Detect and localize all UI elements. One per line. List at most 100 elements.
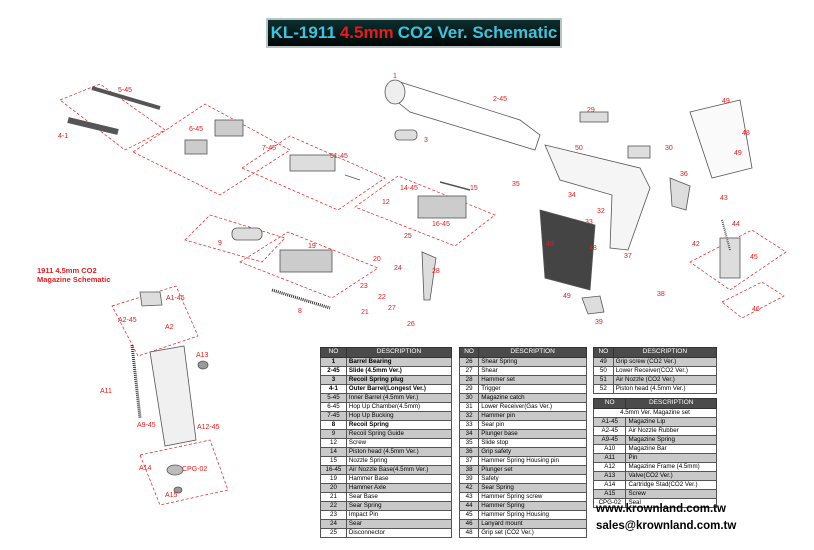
part-number: 30 <box>458 393 480 403</box>
group-mag-bottom-outline <box>139 439 229 506</box>
part-description: Slide stop <box>478 438 587 448</box>
part-number: 23 <box>320 510 347 520</box>
part-description: Hammer Axle <box>345 483 453 493</box>
magazine-frame <box>149 345 197 447</box>
col-description: DESCRIPTION <box>612 347 718 358</box>
part-description: Lower Receiver(CO2 Ver.) <box>612 366 718 376</box>
part-label: 2-45 <box>493 96 507 103</box>
grip-safety <box>669 177 691 211</box>
part-label: A12-45 <box>197 424 220 431</box>
magazine-parts-table: NO DESCRIPTION 4.5mm Ver. Magazine set A… <box>592 398 717 508</box>
part-label: 27 <box>388 305 396 312</box>
part-number: 50 <box>593 366 614 376</box>
magazine-catch <box>627 145 651 159</box>
hammer-base <box>279 249 333 273</box>
title-caliber: 4.5mm <box>339 23 394 42</box>
part-description: Barrel Bearing <box>345 357 453 367</box>
part-label: 45 <box>750 254 758 261</box>
part-number: 21 <box>320 492 347 502</box>
hammer-spring-housing <box>719 237 741 279</box>
part-number: 2-45 <box>320 366 347 376</box>
website-link[interactable]: www.krownland.com.tw <box>596 503 726 515</box>
part-label: 22 <box>378 294 386 301</box>
part-label: 4-1 <box>58 133 68 140</box>
part-description: Hop Up Bucking <box>345 411 453 421</box>
part-label: A2-45 <box>118 317 137 324</box>
part-number: A10 <box>592 444 627 454</box>
part-description: Piston head (4.5mm Ver.) <box>612 384 718 394</box>
part-number: 31 <box>458 402 480 412</box>
part-description: Hop Up Chamber(4.5mm) <box>345 402 453 412</box>
col-no: NO <box>458 347 480 358</box>
barrel-bearing <box>384 79 406 105</box>
col-no: NO <box>320 347 347 358</box>
part-number: 1 <box>320 357 347 367</box>
part-description: Hammer Base <box>345 474 453 484</box>
magazine-label-line2: Magazine Schematic <box>37 275 111 285</box>
part-description: Grip screw (CO2 Ver.) <box>612 357 718 367</box>
email-link[interactable]: sales@krownland.com.tw <box>596 520 737 532</box>
part-number: 42 <box>458 483 480 493</box>
part-label: 19 <box>308 243 316 250</box>
group-hammer-outline <box>239 231 379 299</box>
part-number: 29 <box>458 384 480 394</box>
part-number: 5-45 <box>320 393 347 403</box>
part-number: 51 <box>593 375 614 385</box>
outer-barrel <box>67 117 119 135</box>
safety <box>581 295 605 315</box>
magazine-label-line1: 1911 4.5mm CO2 <box>37 266 97 275</box>
part-description: Seal <box>625 498 717 508</box>
part-label: 30 <box>665 145 673 152</box>
part-number: 16-45 <box>320 465 347 475</box>
part-description: Cartridge Stad(CO2 Ver.) <box>625 480 717 490</box>
part-number: 32 <box>458 411 480 421</box>
part-label: 35 <box>512 181 520 188</box>
part-label: 49 <box>722 98 730 105</box>
part-description: Grip safety <box>478 447 587 457</box>
part-number: 46 <box>458 519 480 529</box>
part-label: 3 <box>424 137 428 144</box>
part-description: Magazine Lip <box>625 417 717 427</box>
part-description: Plunger base <box>478 429 587 439</box>
part-description: Shear Spring <box>478 357 587 367</box>
part-description: Hammer Spring screw <box>478 492 587 502</box>
part-label: 6-45 <box>189 126 203 133</box>
part-number: 14 <box>320 447 347 457</box>
schematic-title: KL-1911 4.5mm CO2 Ver. Schematic <box>266 18 562 48</box>
part-label: 29 <box>587 107 595 114</box>
part-label: 8 <box>298 308 302 315</box>
magazine-spring <box>130 344 142 419</box>
magazine-lip <box>139 291 163 307</box>
part-number: A12 <box>592 462 627 472</box>
part-label: 37 <box>624 253 632 260</box>
part-label: 20 <box>373 256 381 263</box>
part-label: 36 <box>680 171 688 178</box>
part-number: A9-45 <box>592 435 627 445</box>
part-number: 15 <box>320 456 347 466</box>
magazine-valve <box>197 360 209 370</box>
nozzle-screw <box>344 174 361 181</box>
part-description: Disconnector <box>345 528 453 538</box>
